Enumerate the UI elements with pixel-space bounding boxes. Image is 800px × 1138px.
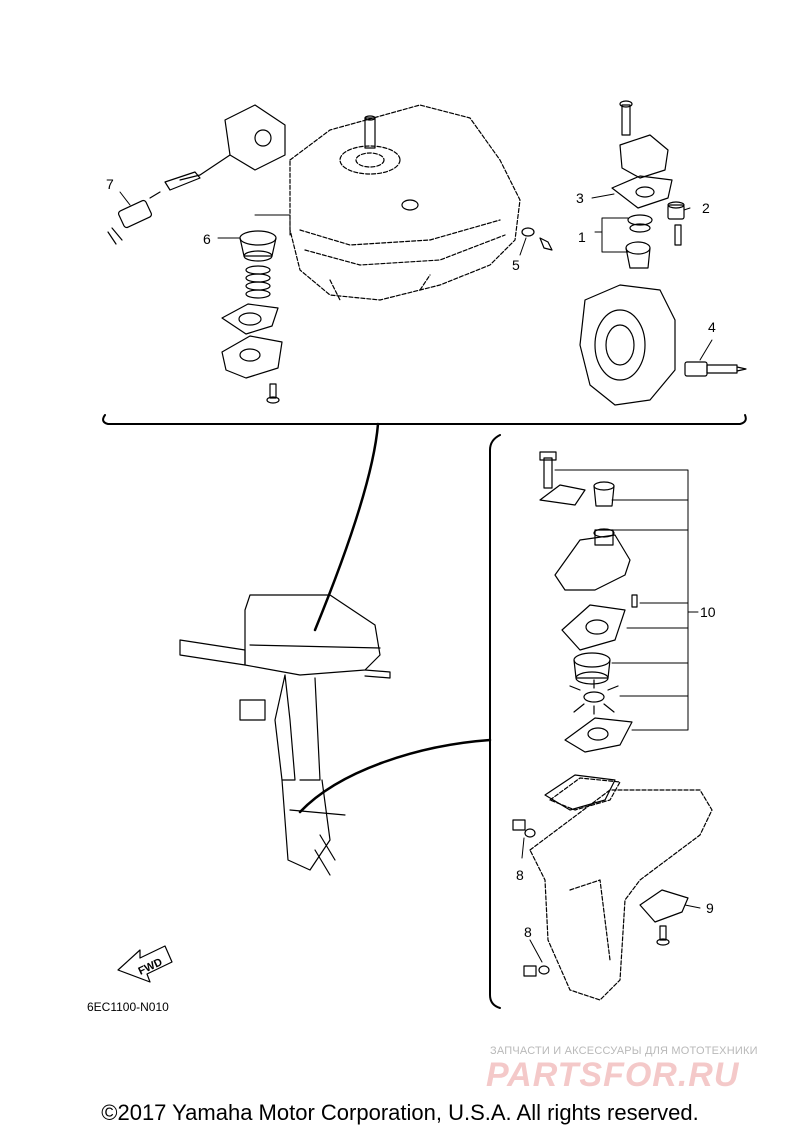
part-8-plug-upper <box>512 819 536 838</box>
part-2-damper <box>667 201 685 220</box>
engine-crankshaft <box>364 115 419 211</box>
label-part-3: 3 <box>576 190 584 206</box>
lower-unit <box>529 777 713 1001</box>
label-part-1: 1 <box>578 229 586 245</box>
pump-outer-plate <box>564 717 633 753</box>
pump-pin <box>631 594 638 608</box>
part-8-plug-lower <box>523 965 550 977</box>
fwd-arrow-icon <box>117 945 173 983</box>
thermostat-housing-right <box>619 100 669 179</box>
outboard-overview <box>179 594 391 876</box>
cylinder-head <box>579 224 682 406</box>
label-part-8-upper: 8 <box>516 867 524 883</box>
part-3-gasket <box>611 175 673 209</box>
carburetor-linkage <box>164 104 286 191</box>
part-10-leader <box>554 469 699 731</box>
part-5-drain-screw <box>521 227 553 251</box>
thermostat-cover <box>221 335 283 404</box>
part-9-anode <box>639 889 689 946</box>
label-part-2: 2 <box>702 200 710 216</box>
pump-housing <box>554 528 631 591</box>
watermark-caption: ЗАПЧАСТИ И АКСЕССУАРЫ ДЛЯ МОТОТЕХНИКИ <box>490 1045 758 1057</box>
label-part-6: 6 <box>203 231 211 247</box>
label-part-7: 7 <box>106 176 114 192</box>
part-7-sensor <box>107 191 161 245</box>
part-1-thermostat-set <box>625 214 653 269</box>
pump-bolt <box>539 451 557 489</box>
lower-unit-plate <box>544 774 616 811</box>
engine-block <box>289 104 521 301</box>
part-4-spark-plug <box>684 361 747 377</box>
connector-lower <box>298 738 492 814</box>
pump-plate-small <box>539 484 586 506</box>
label-part-8-lower: 8 <box>524 924 532 940</box>
pump-impeller <box>569 679 619 715</box>
watermark-logo: PARTSFOR.RU <box>486 1056 740 1094</box>
top-section-bracket <box>102 414 747 425</box>
label-part-9: 9 <box>706 900 714 916</box>
pump-sleeve <box>593 481 615 507</box>
label-part-10: 10 <box>700 604 716 620</box>
pump-gasket <box>561 604 626 651</box>
thermostat-gasket <box>221 303 279 335</box>
label-part-4: 4 <box>708 319 716 335</box>
fwd-label: FWD <box>137 956 165 977</box>
label-part-5: 5 <box>512 257 520 273</box>
pump-insert-cartridge <box>573 652 611 685</box>
part-6-thermostat <box>239 230 277 262</box>
lower-section-bracket <box>489 434 501 1009</box>
drawing-code: 6EC1100-N010 <box>87 1000 169 1014</box>
copyright-notice: ©2017 Yamaha Motor Corporation, U.S.A. A… <box>101 1100 699 1125</box>
leader-lines <box>119 191 713 963</box>
connector-top <box>313 422 380 632</box>
thermostat-spring <box>245 265 271 299</box>
